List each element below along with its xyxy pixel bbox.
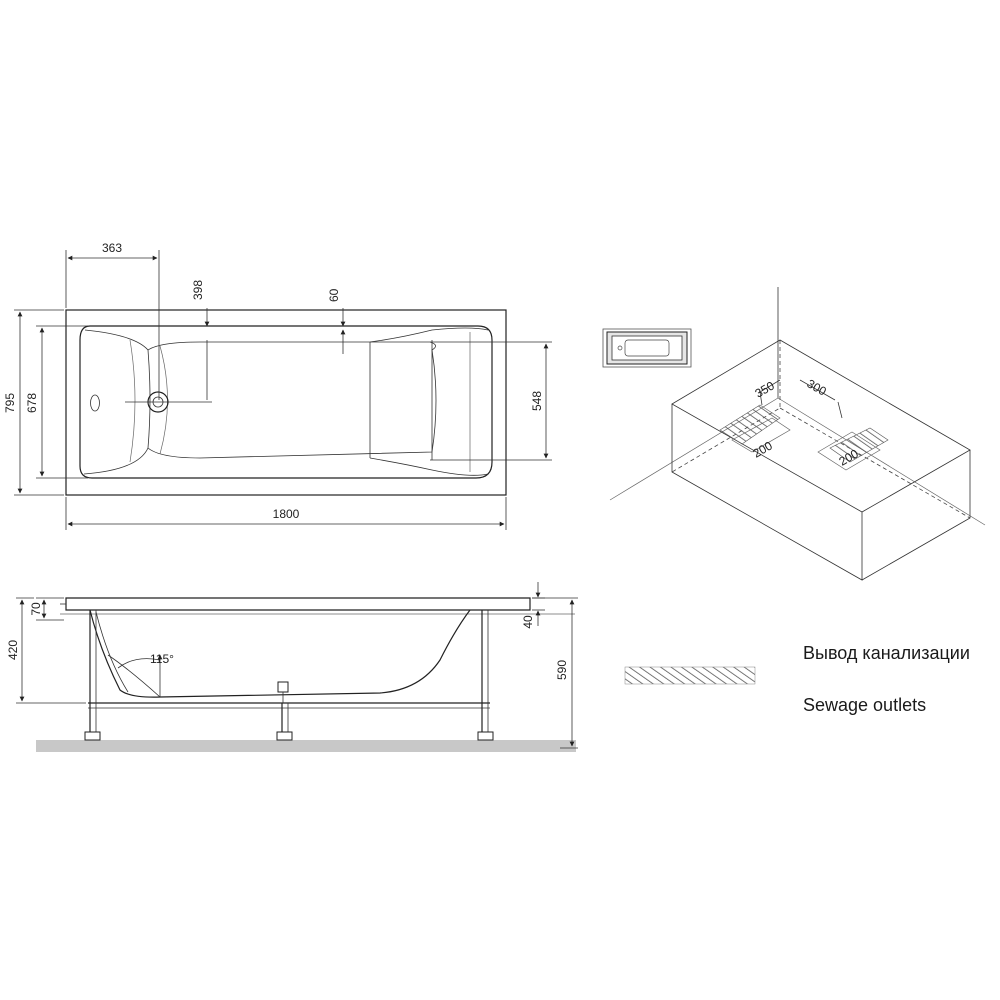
legend-label-ru: Вывод канализации [803, 643, 970, 663]
dim-590: 590 [555, 660, 569, 680]
iso-dim-350: 350 [753, 378, 778, 400]
tub-outer-rim [65, 309, 507, 496]
side-view: 115° 70 420 40 590 [6, 582, 578, 752]
legend-label-en: Sewage outlets [803, 695, 926, 715]
iso-dim-300: 300 [805, 376, 830, 398]
dim-40: 40 [521, 615, 535, 629]
bathtub-thumbnail [602, 328, 692, 368]
top-view: 363 398 60 795 678 548 1800 [3, 241, 552, 530]
dim-1800: 1800 [273, 507, 300, 521]
dim-795: 795 [3, 393, 17, 413]
dim-115: 115° [150, 652, 174, 666]
dim-420: 420 [6, 640, 20, 660]
tub-inner-contour [79, 325, 493, 479]
hatch-swatch [624, 666, 756, 685]
dim-363: 363 [102, 241, 122, 255]
iso-dim-200-left: 200 [751, 438, 776, 460]
legend: Вывод канализации Sewage outlets [624, 643, 970, 715]
overflow-hole [90, 394, 100, 412]
tub-basin-floor [147, 341, 437, 459]
isometric-view: 350 300 200 200 [609, 287, 986, 581]
tub-basin-side [89, 609, 471, 698]
tub-backrest [369, 327, 489, 476]
dim-70: 70 [29, 602, 43, 616]
dim-678: 678 [25, 393, 39, 413]
dim-60: 60 [327, 288, 341, 302]
floor [36, 740, 576, 752]
dim-548: 548 [530, 391, 544, 411]
sewage-outlet-left [719, 404, 781, 445]
dim-398: 398 [191, 280, 205, 300]
tub-basin-left [83, 329, 151, 475]
